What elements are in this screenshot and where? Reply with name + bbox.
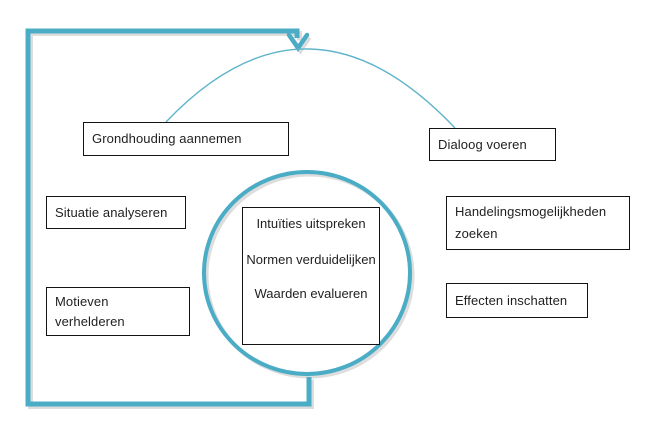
cycle-loop-line: [25, 28, 312, 407]
node-motieven-label: Motieven verhelderen: [55, 293, 125, 329]
circle-step-normen: Normen verduidelijken: [246, 252, 376, 267]
circle-step-waarden: Waarden evalueren: [254, 286, 368, 301]
process-circle: [202, 170, 412, 376]
node-situatie-analyseren: Situatie analyseren: [46, 196, 186, 229]
node-dialoog-label: Dialoog voeren: [438, 136, 527, 152]
node-situatie-label: Situatie analyseren: [55, 204, 168, 220]
node-grondhouding-label: Grondhouding aannemen: [92, 131, 242, 146]
circle-steps-box: Intuïties uitspreken Normen verduidelijk…: [242, 207, 380, 345]
node-effecten-label: Effecten inschatten: [455, 292, 568, 308]
node-effecten-inschatten: Effecten inschatten: [446, 283, 588, 318]
node-dialoog-voeren: Dialoog voeren: [429, 128, 556, 161]
arc-grondhouding-to-dialoog: [165, 48, 456, 129]
node-handelingsmogelijkheden-zoeken: Handelingsmogelijkheden zoeken: [446, 196, 630, 250]
node-grondhouding-aannemen: Grondhouding aannemen: [83, 122, 289, 156]
circle-step-intuities: Intuïties uitspreken: [256, 216, 366, 231]
node-handelings-label: Handelingsmogelijkheden zoeken: [455, 204, 607, 241]
loop-arrowhead-icon: [286, 32, 310, 52]
node-motieven-verhelderen: Motieven verhelderen: [46, 287, 190, 336]
